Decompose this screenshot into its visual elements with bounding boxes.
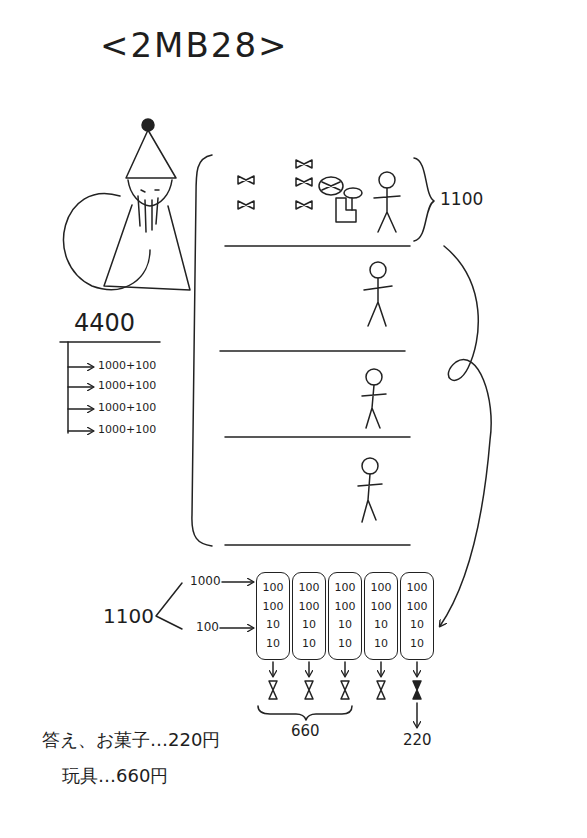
- total-label: 4400: [74, 310, 135, 338]
- amount-label: 1100: [103, 605, 154, 628]
- robe: [104, 205, 190, 290]
- candy-symbols: [238, 160, 312, 209]
- coin-value: 100: [371, 582, 392, 594]
- person-figure: [374, 172, 400, 232]
- coin-value: 100: [263, 601, 284, 613]
- person-figure: [358, 458, 382, 522]
- coin-value: 10: [410, 619, 424, 631]
- coin-value: 100: [407, 582, 428, 594]
- coin-column: 100 100 10 10: [328, 572, 362, 660]
- under-brace: [258, 706, 352, 720]
- coin-column: 100 100 10 10: [400, 572, 434, 660]
- result-arrows: [258, 662, 421, 727]
- split-label: 1000+100: [98, 360, 156, 373]
- coin-value: 100: [263, 582, 284, 594]
- coin-value: 10: [374, 619, 388, 631]
- answer-text: 答え、お菓子…220円: [42, 730, 220, 751]
- split-label: 1000+100: [98, 380, 156, 393]
- title: <2MB28>: [100, 26, 289, 65]
- pompom: [142, 119, 154, 131]
- amount-label: 1000: [190, 575, 221, 589]
- split-label: 1000+100: [98, 402, 156, 415]
- beard: [138, 190, 159, 232]
- total-label: 1100: [440, 190, 483, 210]
- coin-column: 100 100 10 10: [292, 572, 326, 660]
- coin-column: 100 100 10 10: [364, 572, 398, 660]
- group-bracket: [192, 155, 434, 546]
- face: [128, 180, 172, 206]
- result-label: 660: [291, 723, 320, 740]
- coin-value: 100: [407, 601, 428, 613]
- coin-value: 100: [335, 601, 356, 613]
- coin-value: 10: [374, 638, 388, 650]
- coin-value: 10: [338, 619, 352, 631]
- split-label: 1000+100: [98, 424, 156, 437]
- coin-value: 100: [299, 601, 320, 613]
- coin-value: 100: [299, 582, 320, 594]
- coin-column: 100 100 10 10: [256, 572, 290, 660]
- person-figure: [364, 262, 392, 326]
- hat: [126, 130, 176, 178]
- wizard-figure: [64, 119, 190, 290]
- coin-value: 10: [302, 638, 316, 650]
- person-figure: [362, 369, 386, 428]
- bag: [64, 193, 150, 289]
- coin-value: 10: [410, 638, 424, 650]
- flow-curve: [440, 246, 491, 626]
- coin-value: 10: [302, 619, 316, 631]
- answer-text: 玩具…660円: [62, 766, 168, 787]
- coin-value: 100: [371, 601, 392, 613]
- result-label: 220: [403, 732, 432, 749]
- coin-value: 10: [338, 638, 352, 650]
- amount-label: 100: [196, 621, 219, 635]
- coin-value: 10: [266, 638, 280, 650]
- small-brace: [414, 158, 434, 241]
- toy-figure: [319, 177, 362, 222]
- split-lines: [60, 342, 160, 433]
- coin-value: 100: [335, 582, 356, 594]
- coin-value: 10: [266, 619, 280, 631]
